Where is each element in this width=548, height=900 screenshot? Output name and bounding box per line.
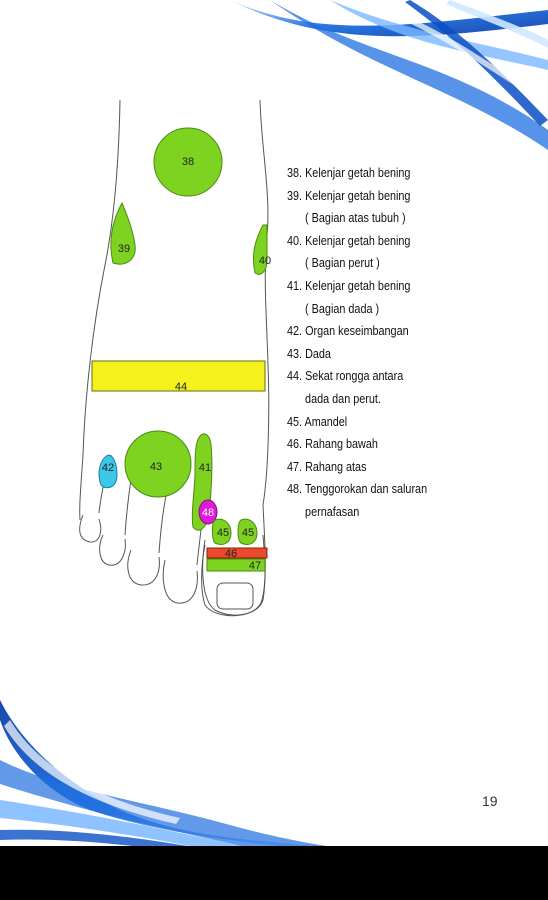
zone-41-label: 41 [199,462,211,474]
legend-item-continuation: ( Bagian dada ) [305,301,380,316]
decorative-wave-top [230,0,548,150]
zone-47-label: 47 [249,560,261,572]
page-number: 19 [482,793,498,809]
legend-item-text: 42. Organ keseimbangan [287,324,409,339]
legend-item-text: 40. Kelenjar getah bening [287,233,411,248]
legend: 38. Kelenjar getah bening 39. Kelenjar ge… [287,162,506,524]
zone-47 [206,558,266,572]
legend-item-text: 46. Rahang bawah [287,437,378,452]
legend-item: 43. Dada [287,343,506,366]
zone-48-label: 48 [202,507,214,519]
zone-43-label: 43 [150,461,162,473]
zone-38 [153,127,223,197]
legend-item: 46. Rahang bawah [287,433,506,456]
legend-item: 44. Sekat rongga antara dada dan perut. [287,365,506,410]
zone-38-label: 38 [182,156,194,168]
legend-item-text: 41. Kelenjar getah bening [287,278,411,293]
zone-46-label: 46 [225,548,237,560]
zone-44 [91,360,266,392]
legend-item-continuation: dada dan perut. [305,391,381,406]
zone-40-label: 40 [259,255,271,267]
zone-46 [206,547,268,559]
legend-item-text: 43. Dada [287,346,331,361]
zone-43 [124,430,192,498]
legend-item: 42. Organ keseimbangan [287,320,506,343]
toe-second [162,559,198,604]
zone-40 [252,224,268,275]
legend-item: 45. Amandel [287,411,506,434]
zone-42-label: 42 [102,462,114,474]
zone-45-right-label: 45 [242,527,254,539]
legend-item: 47. Rahang atas [287,456,506,479]
black-bar [0,846,548,900]
zone-48 [198,499,218,525]
zone-44-label: 44 [175,381,187,393]
zone-45-right [237,518,258,546]
legend-item-text: 38. Kelenjar getah bening [287,166,411,180]
legend-item-text: 47. Rahang atas [287,459,367,474]
legend-item: 40. Kelenjar getah bening ( Bagian perut … [287,230,506,275]
zone-39-label: 39 [118,243,130,255]
zone-45-left [211,518,232,546]
zone-42 [98,454,118,489]
zone-39 [110,201,136,265]
toe-third [127,549,160,586]
toe-nail [216,582,254,610]
legend-item-text: 39. Kelenjar getah bening [287,188,411,203]
legend-item-continuation: ( Bagian atas tubuh ) [305,211,406,226]
legend-item-continuation: ( Bagian perut ) [305,256,380,271]
legend-item-text: 45. Amandel [287,414,348,429]
decorative-wave-bottom [0,700,340,848]
legend-item: 41. Kelenjar getah bening ( Bagian dada ) [287,275,506,320]
legend-item-text: 44. Sekat rongga antara [287,369,404,384]
legend-item: 48. Tenggorokan dan saluran pernafasan [287,478,506,523]
zone-45-left-label: 45 [217,527,229,539]
toe-fourth [99,534,126,566]
legend-item: 38. Kelenjar getah bening [287,162,506,185]
legend-item: 39. Kelenjar getah bening ( Bagian atas t… [287,185,506,230]
legend-item-continuation: pernafasan [305,504,360,519]
foot-diagram: 38 39 40 44 42 43 41 48 45 45 46 47 [79,99,271,617]
toe-little [79,514,102,543]
legend-item-text: 48. Tenggorokan dan saluran [287,482,428,497]
